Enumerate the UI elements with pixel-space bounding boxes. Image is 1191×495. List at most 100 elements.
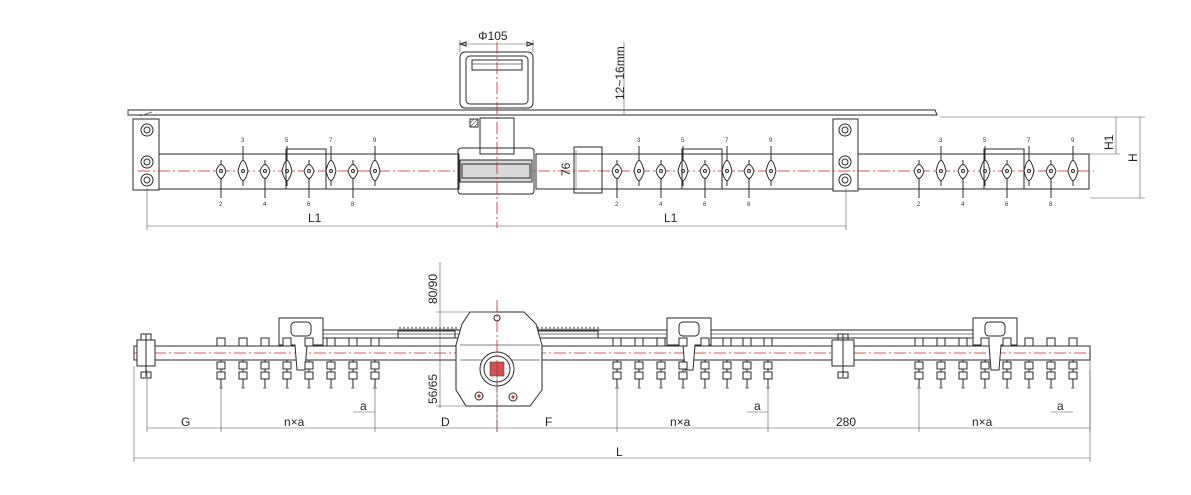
tooth-clamp-box — [983, 148, 1025, 190]
hook-tooth: 8 — [1045, 160, 1057, 208]
label-nxa-3: n×a — [972, 415, 993, 429]
bolt — [656, 337, 666, 389]
bolt — [1024, 337, 1034, 389]
label-280: 280 — [836, 415, 856, 429]
bolt — [304, 337, 314, 389]
hook-tooth: 9 — [1067, 138, 1079, 186]
tooth-number: 5 — [681, 138, 685, 144]
tooth-group: 2 3 4 5 6 7 8 9 — [215, 138, 381, 208]
hook-tooth: 7 — [325, 138, 337, 186]
left-end-clamp — [136, 333, 156, 379]
hook-tooth: 6 — [699, 160, 711, 208]
rack-right — [535, 330, 599, 339]
bolt — [326, 337, 336, 389]
gearbox — [455, 311, 543, 407]
tooth-number: 8 — [747, 202, 751, 208]
label-f: F — [545, 415, 552, 429]
upper-height-label: 80/90 — [426, 274, 440, 304]
label-a-2: a — [754, 399, 761, 413]
label-total: L — [616, 445, 623, 459]
tooth-number: 7 — [1027, 138, 1031, 144]
bolt — [370, 337, 380, 389]
middle-clamp — [831, 333, 855, 379]
h-label: H — [1126, 153, 1140, 162]
bolt — [700, 337, 710, 389]
bolt — [282, 337, 292, 389]
tooth-group: 2 3 4 5 6 7 8 9 — [913, 138, 1079, 208]
hook-tooth: 5 — [281, 138, 293, 186]
top-rail — [127, 109, 938, 116]
hook-tooth: 6 — [1001, 160, 1013, 208]
bolt — [260, 337, 270, 389]
tooth-number: 3 — [939, 138, 943, 144]
hook-tooth: 5 — [979, 138, 991, 186]
tooth-number: 6 — [1005, 202, 1009, 208]
hook-tooth: 2 — [611, 160, 623, 208]
tooth-number: 4 — [961, 202, 965, 208]
tooth-number: 2 — [917, 202, 921, 208]
hook-tooth: 2 — [215, 160, 227, 208]
hook-tooth: 3 — [935, 138, 947, 186]
bolt — [238, 337, 248, 389]
bar-right — [857, 153, 1090, 190]
tooth-number: 8 — [351, 202, 355, 208]
hook-tooth: 6 — [303, 160, 315, 208]
hook-tooth: 7 — [721, 138, 733, 186]
tooth-number: 4 — [659, 202, 663, 208]
label-a-1: a — [360, 399, 367, 413]
tooth-number: 9 — [373, 138, 377, 144]
bolt — [1046, 337, 1056, 389]
bolt — [612, 337, 622, 389]
h1-label: H1 — [1102, 134, 1116, 150]
hook-tooth: 7 — [1023, 138, 1035, 186]
bolt — [980, 337, 990, 389]
hook-tooth: 2 — [913, 160, 925, 208]
label-nxa-2: n×a — [670, 415, 691, 429]
tooth-number: 7 — [329, 138, 333, 144]
top-view: Φ105 12~16mm 76 H1 H L1 L1 2345678923456… — [127, 29, 1145, 230]
bolt — [722, 337, 732, 389]
bolt — [763, 337, 773, 389]
height-label: 76 — [559, 162, 573, 176]
tooth-clamp-box — [285, 148, 327, 190]
hook-tooth: 3 — [237, 138, 249, 186]
hook-tooth: 9 — [369, 138, 381, 186]
hook-tooth: 8 — [347, 160, 359, 208]
bolt — [742, 337, 752, 389]
span-right-label: L1 — [664, 211, 678, 225]
bolt — [914, 337, 924, 389]
tooth-number: 9 — [1071, 138, 1075, 144]
left-bracket — [132, 118, 160, 191]
tooth-number: 7 — [725, 138, 729, 144]
tooth-number: 2 — [615, 202, 619, 208]
hook-tooth: 3 — [633, 138, 645, 186]
hook-tooth: 5 — [677, 138, 689, 186]
tooth-number: 3 — [637, 138, 641, 144]
bolt — [958, 337, 968, 389]
tooth-number: 2 — [219, 202, 223, 208]
hook-tooth: 9 — [765, 138, 777, 186]
gap-label: 12~16mm — [613, 46, 627, 100]
motor-diameter-label: Φ105 — [478, 29, 508, 43]
front-view: 80/90 56/65 G n×a D F n×a 280 n×a L a a … — [133, 262, 1091, 462]
tooth-number: 5 — [285, 138, 289, 144]
tooth-number: 5 — [983, 138, 987, 144]
tooth-number: 3 — [241, 138, 245, 144]
middle-bracket — [832, 118, 859, 192]
label-g: G — [181, 415, 190, 429]
bolt — [216, 337, 226, 389]
label-nxa-1: n×a — [284, 415, 305, 429]
bolt — [1002, 337, 1012, 389]
hook-tooth: 4 — [957, 160, 969, 208]
rack-box-mid — [573, 146, 603, 194]
bolt — [936, 337, 946, 389]
tooth-number: 9 — [769, 138, 773, 144]
bolt — [1068, 337, 1078, 389]
rack-left — [397, 330, 456, 339]
label-d: D — [441, 415, 450, 429]
tooth-number: 4 — [263, 202, 267, 208]
bolt — [634, 337, 644, 389]
motor — [457, 51, 535, 195]
hanger-bracket — [972, 317, 1018, 371]
